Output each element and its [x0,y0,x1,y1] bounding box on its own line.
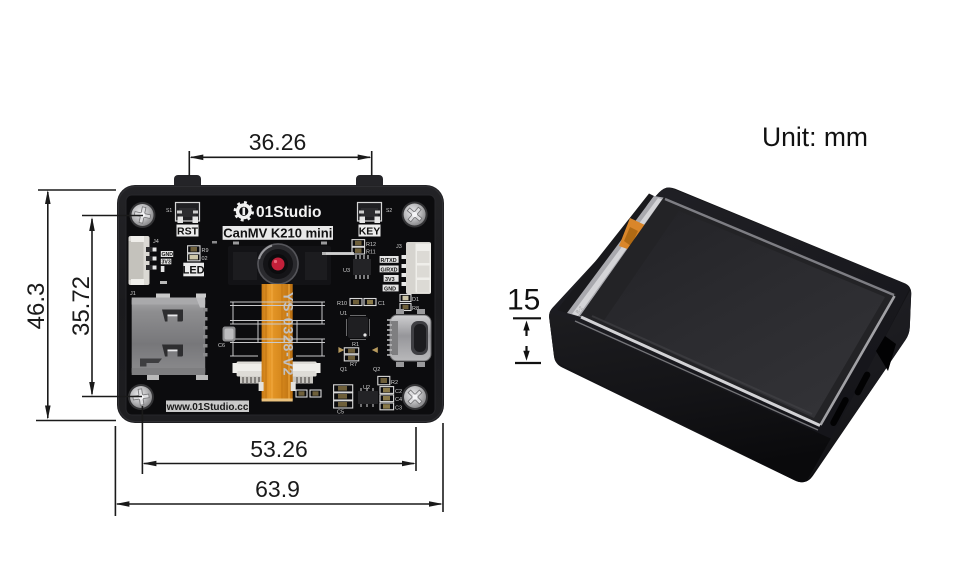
svg-text:U1: U1 [340,311,347,317]
svg-text:R12: R12 [366,242,376,248]
svg-text:R8: R8 [412,306,419,312]
svg-text:CanMV K210 mini: CanMV K210 mini [223,225,332,240]
svg-text:36.26: 36.26 [249,129,307,155]
svg-text:Q1: Q1 [340,367,347,373]
svg-text:3V3: 3V3 [385,277,395,283]
svg-text:15: 15 [507,284,540,317]
svg-text:C2: C2 [395,389,402,395]
svg-text:02: 02 [202,256,208,262]
svg-text:J1: J1 [130,291,136,297]
svg-text:R9: R9 [202,248,209,254]
svg-text:C5: C5 [337,410,344,416]
svg-text:C1: C1 [378,301,385,307]
svg-text:C6: C6 [218,343,225,349]
svg-text:YS-0328-V2: YS-0328-V2 [281,292,297,376]
svg-text:RST: RST [177,226,199,238]
svg-text:53.26: 53.26 [250,436,308,462]
svg-text:www.01Studio.cc: www.01Studio.cc [166,402,249,413]
svg-text:63.9: 63.9 [255,476,300,502]
svg-text:S2: S2 [386,208,392,214]
svg-text:R11: R11 [366,250,376,256]
svg-text:J3: J3 [396,244,402,250]
svg-text:B-2: B-2 [575,305,585,315]
svg-text:G/RXD: G/RXD [381,267,398,273]
svg-text:LED: LED [183,265,205,277]
svg-text:C3: C3 [395,405,402,411]
svg-text:Q2: Q2 [373,367,380,373]
svg-text:35.72: 35.72 [68,276,95,336]
svg-text:01Studio: 01Studio [256,204,321,221]
svg-text:D1: D1 [412,297,419,303]
svg-text:R1: R1 [352,342,359,348]
svg-text:S1: S1 [166,208,172,214]
svg-text:R/TXD: R/TXD [381,258,397,264]
svg-text:J4: J4 [153,239,159,245]
svg-text:3V3: 3V3 [162,260,171,266]
svg-text:R7: R7 [350,362,357,368]
svg-text:KEY: KEY [359,226,381,238]
svg-text:C4: C4 [395,397,402,403]
svg-text:46.3: 46.3 [23,283,50,330]
svg-text:R10: R10 [337,301,347,307]
svg-text:R2: R2 [391,380,398,386]
svg-text:GND: GND [162,252,174,258]
svg-text:U3: U3 [343,268,350,274]
svg-text:Unit: mm: Unit: mm [762,122,868,152]
svg-text:GND: GND [384,286,396,292]
